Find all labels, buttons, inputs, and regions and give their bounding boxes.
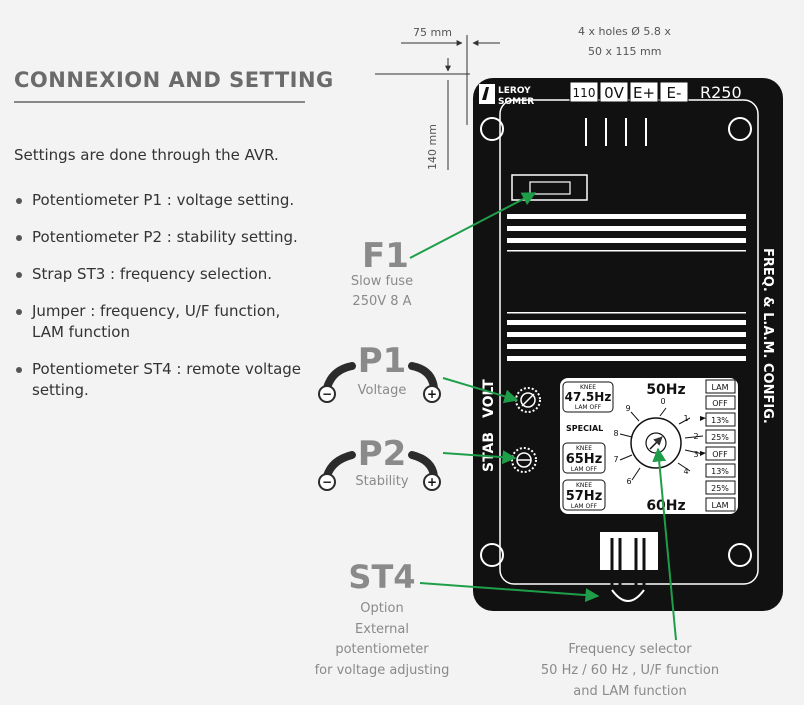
svg-text:6: 6 [626, 477, 631, 486]
list-item: Strap ST3 : frequency selection. [14, 264, 324, 285]
increase-arrow-icon: + [408, 362, 441, 403]
st4-caption-2: External [355, 622, 409, 637]
svg-text:+: + [427, 387, 437, 401]
height-dimension: 140 mm [426, 124, 439, 170]
terminal-e-minus: E- [667, 84, 682, 102]
terminal-110: 110 [573, 86, 596, 100]
st4-connector[interactable] [600, 532, 658, 603]
list-item: Potentiometer ST4 : remote voltage setti… [14, 359, 324, 401]
p2-title: P2 [358, 434, 407, 474]
svg-text:LAM: LAM [711, 501, 728, 510]
terminal-leads [585, 118, 647, 146]
side-label: FREQ. & L.A.M. CONFIG. [760, 248, 775, 424]
settings-list: Potentiometer P1 : voltage setting. Pote… [14, 190, 324, 417]
svg-text:8: 8 [613, 429, 618, 438]
svg-text:0: 0 [660, 397, 665, 406]
increase-arrow-icon: + [408, 451, 441, 491]
terminal-block: 110 0V E+ E- [569, 81, 689, 103]
f1-title: F1 [362, 236, 409, 276]
p2-arrow [442, 450, 517, 465]
svg-text:OFF: OFF [712, 450, 728, 459]
callout-arrows [409, 192, 677, 641]
p1-label: Voltage [358, 383, 407, 398]
freq-caption-2: 50 Hz / 60 Hz , U/F function [541, 663, 719, 678]
holes-dimension-2: 50 x 115 mm [588, 45, 661, 58]
st4-arrow [419, 582, 600, 603]
mounting-holes [480, 117, 752, 567]
board-outline [499, 99, 759, 585]
knee-47-5hz: 47.5Hz [565, 390, 612, 404]
p2-label: Stability [355, 474, 409, 489]
potentiometer-p1[interactable] [515, 387, 541, 413]
width-dimension: 75 mm [413, 26, 452, 39]
p1-arrow [442, 377, 519, 404]
f1-caption-2: 250V 8 A [352, 294, 411, 309]
svg-text:+: + [427, 475, 437, 489]
svg-text:SOMER: SOMER [498, 97, 534, 107]
p1-title: P1 [358, 341, 407, 381]
f1-caption-1: Slow fuse [351, 274, 413, 289]
st4-caption-3: potentiometer [335, 642, 429, 657]
svg-text:−: − [322, 475, 332, 489]
list-item: Potentiometer P2 : stability setting. [14, 227, 324, 248]
svg-text:13%: 13% [711, 416, 729, 425]
list-item: Jumper : frequency, U/F function, LAM fu… [14, 301, 302, 343]
svg-text:LAM OFF: LAM OFF [571, 466, 598, 473]
svg-text:4: 4 [683, 467, 688, 476]
svg-text:1: 1 [683, 414, 688, 423]
fuse-f1 [511, 174, 588, 201]
terminal-e-plus: E+ [633, 84, 655, 102]
heatsink [507, 214, 746, 361]
svg-text:KNEE: KNEE [580, 384, 596, 391]
terminal-0v: 0V [604, 84, 625, 102]
st4-caption-4: for voltage adjusting [315, 663, 450, 678]
svg-text:LAM OFF: LAM OFF [571, 503, 598, 510]
svg-text:13%: 13% [711, 467, 729, 476]
freq-arrow [652, 447, 677, 641]
svg-text:3: 3 [693, 450, 698, 459]
list-item: Potentiometer P1 : voltage setting. [14, 190, 324, 211]
freq-caption-1: Frequency selector [568, 642, 692, 657]
title-underline [14, 101, 305, 103]
decrease-arrow-icon: − [318, 362, 356, 403]
svg-text:LAM: LAM [711, 383, 728, 392]
volt-label: VOLT [481, 379, 497, 418]
frequency-selector-panel: KNEE 47.5Hz LAM OFF SPECIAL KNEE 65Hz LA… [560, 378, 738, 514]
knee-57hz: 57Hz [566, 489, 603, 504]
intro-text: Settings are done through the AVR. [14, 146, 279, 164]
svg-text:25%: 25% [711, 484, 729, 493]
stab-label: STAB [481, 432, 497, 472]
leroy-somer-logo: LEROY SOMER [479, 84, 534, 107]
section-title: CONNEXION AND SETTING [14, 68, 334, 92]
svg-text:KNEE: KNEE [576, 482, 592, 489]
f1-arrow [409, 192, 537, 259]
decrease-arrow-icon: − [318, 451, 356, 491]
svg-text:LAM OFF: LAM OFF [575, 404, 602, 411]
svg-text:9: 9 [625, 404, 630, 413]
mounting-hole [480, 543, 504, 567]
special-label: SPECIAL [566, 424, 603, 433]
model-label: R250 [700, 83, 742, 102]
svg-text:25%: 25% [711, 433, 729, 442]
mounting-hole [480, 117, 504, 141]
svg-text:OFF: OFF [712, 399, 728, 408]
st4-caption-1: Option [360, 601, 403, 616]
hz60-label: 60Hz [646, 498, 685, 514]
mounting-hole [728, 117, 752, 141]
knee-65hz: 65Hz [566, 452, 603, 467]
svg-text:LEROY: LEROY [498, 86, 531, 96]
svg-text:−: − [322, 387, 332, 401]
hz50-label: 50Hz [646, 382, 685, 398]
holes-dimension-1: 4 x holes Ø 5.8 x [578, 25, 671, 38]
svg-text:7: 7 [613, 455, 618, 464]
potentiometer-p2[interactable] [511, 447, 537, 473]
st4-title: ST4 [348, 558, 415, 596]
dimension-lines [375, 35, 500, 170]
mounting-hole [728, 543, 752, 567]
svg-text:KNEE: KNEE [576, 445, 592, 452]
freq-caption-3: and LAM function [573, 684, 686, 699]
